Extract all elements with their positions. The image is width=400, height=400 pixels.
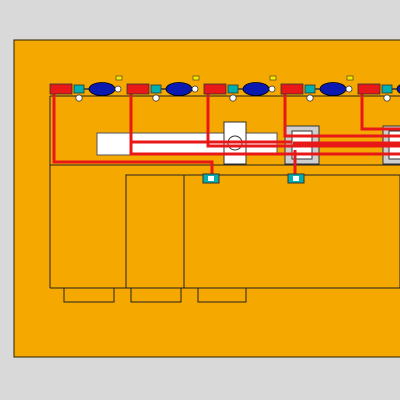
pipe-line-4 <box>283 90 400 138</box>
actuator-2 <box>126 75 200 102</box>
pipe-line-5 <box>360 90 400 131</box>
actuator-gauge-3 <box>229 94 237 102</box>
pipe-line-1 <box>52 90 214 178</box>
actuator-fitting-4 <box>345 85 353 93</box>
actuator-cylinder-1 <box>88 82 116 96</box>
actuator-mount-1 <box>49 83 73 95</box>
actuator-1 <box>49 75 123 102</box>
actuator-valve-4 <box>304 84 316 94</box>
actuator-gauge-5 <box>383 94 391 102</box>
actuator-valve-3 <box>227 84 239 94</box>
actuator-indicator-4 <box>346 75 354 81</box>
actuator-indicator-2 <box>192 75 200 81</box>
actuator-gauge-4 <box>306 94 314 102</box>
actuator-fitting-3 <box>268 85 276 93</box>
junction-block-2 <box>287 173 305 184</box>
actuator-mount-5 <box>357 83 381 95</box>
actuator-mount-2 <box>126 83 150 95</box>
actuator-fitting-2 <box>191 85 199 93</box>
pipe-line-2 <box>129 90 400 156</box>
actuator-indicator-3 <box>269 75 277 81</box>
actuator-fitting-1 <box>114 85 122 93</box>
actuator-mount-4 <box>280 83 304 95</box>
foot-3 <box>197 287 247 303</box>
actuator-cylinder-3 <box>242 82 270 96</box>
junction-block-1 <box>202 173 220 184</box>
pipe-network <box>52 90 400 178</box>
pipe-line-3 <box>206 90 400 148</box>
actuator-row <box>49 75 400 102</box>
actuator-valve-5 <box>381 84 393 94</box>
actuator-valve-2 <box>150 84 162 94</box>
actuator-gauge-1 <box>75 94 83 102</box>
actuator-indicator-1 <box>115 75 123 81</box>
actuator-mount-3 <box>203 83 227 95</box>
actuator-cylinder-5 <box>396 84 400 94</box>
foot-1 <box>63 287 115 303</box>
actuator-5 <box>357 83 400 102</box>
slide-shaft <box>96 132 278 156</box>
actuator-3 <box>203 75 277 102</box>
actuator-gauge-2 <box>152 94 160 102</box>
actuator-cylinder-2 <box>165 82 193 96</box>
actuator-valve-1 <box>73 84 85 94</box>
actuator-4 <box>280 75 354 102</box>
actuator-cylinder-4 <box>319 82 347 96</box>
foot-2 <box>130 287 182 303</box>
